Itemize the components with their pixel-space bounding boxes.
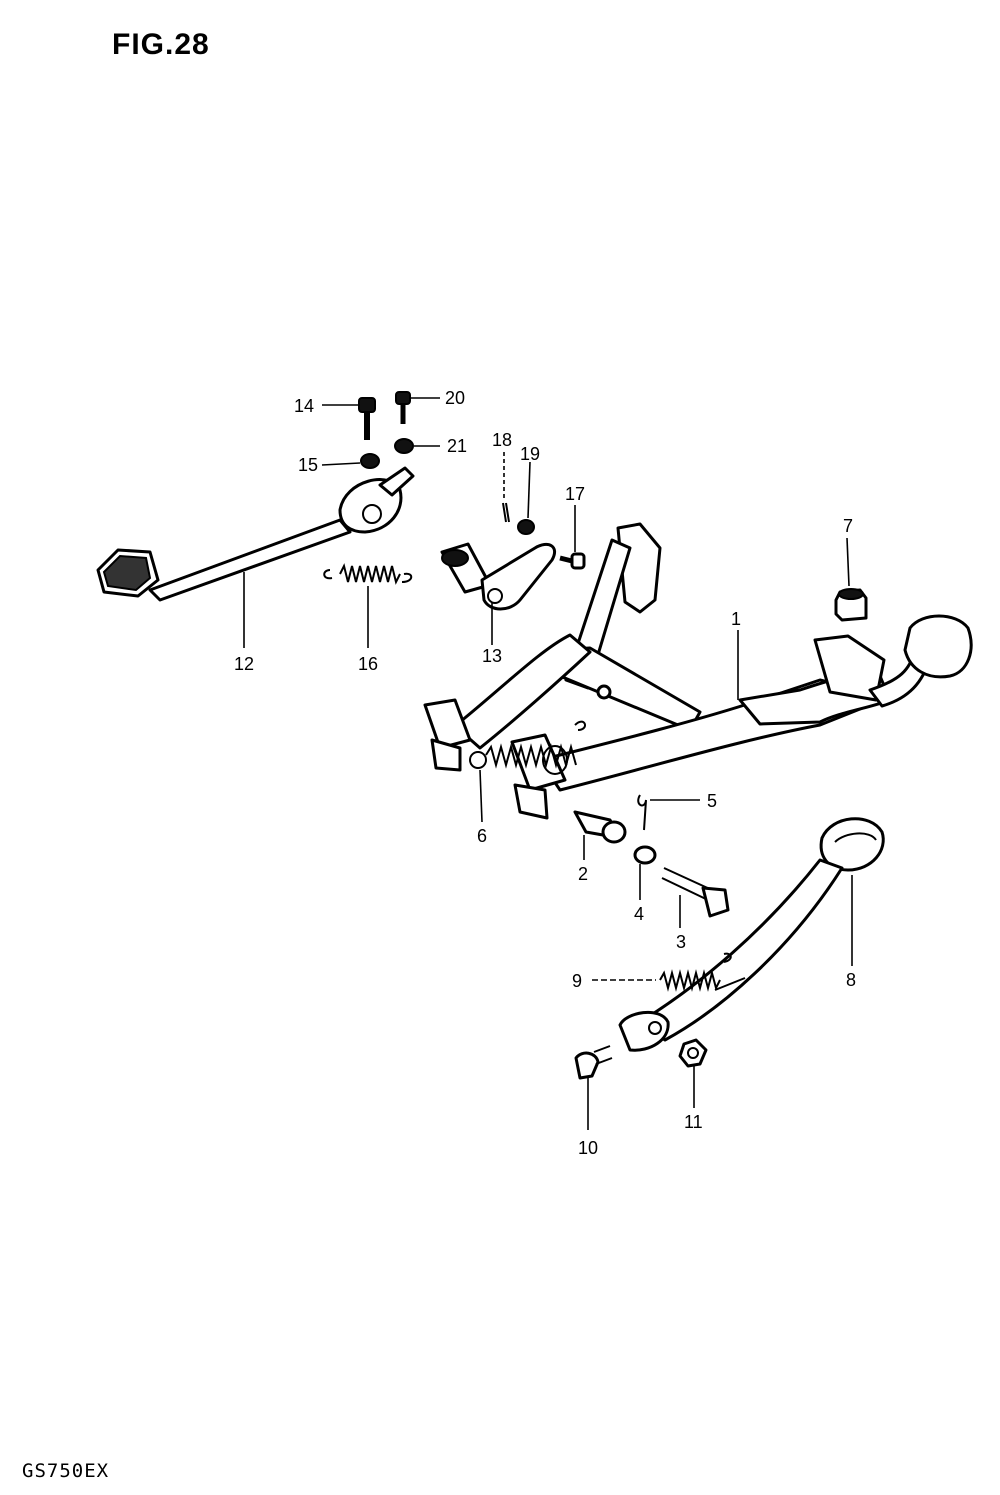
bolt-3 bbox=[661, 867, 730, 918]
callout-10: 10 bbox=[578, 1138, 598, 1158]
bolt-20 bbox=[395, 391, 411, 424]
cotter-pin-5 bbox=[637, 794, 647, 831]
callout-12: 12 bbox=[234, 654, 254, 674]
stand-spring-6 bbox=[469, 720, 586, 769]
bushing-2 bbox=[573, 810, 627, 844]
callout-14: 14 bbox=[294, 396, 314, 416]
figure-title: FIG.28 bbox=[112, 28, 210, 61]
callout-9: 9 bbox=[572, 971, 582, 991]
nut-11 bbox=[678, 1038, 708, 1068]
washer-19 bbox=[517, 519, 535, 535]
callout-21: 21 bbox=[447, 436, 467, 456]
stopper-7 bbox=[834, 588, 868, 622]
washer-4 bbox=[633, 845, 657, 865]
side-stand-8 bbox=[618, 817, 885, 1052]
callout-15: 15 bbox=[298, 455, 318, 475]
callout-20: 20 bbox=[445, 388, 465, 408]
pin-18 bbox=[502, 502, 510, 523]
callout-4: 4 bbox=[634, 904, 644, 924]
brake-pedal bbox=[96, 466, 415, 602]
callout-3: 3 bbox=[676, 932, 686, 952]
pivot-bolt bbox=[358, 397, 376, 440]
callout-8: 8 bbox=[846, 970, 856, 990]
callout-19: 19 bbox=[520, 444, 540, 464]
callout-7: 7 bbox=[843, 516, 853, 536]
side-spring-9 bbox=[659, 952, 732, 992]
return-spring-16 bbox=[323, 563, 413, 585]
nut-15 bbox=[360, 453, 380, 469]
callout-1: 1 bbox=[731, 609, 741, 629]
callout-16: 16 bbox=[358, 654, 378, 674]
leader-lines bbox=[243, 397, 853, 1130]
bolt-17 bbox=[559, 552, 586, 570]
callout-11: 11 bbox=[684, 1112, 703, 1132]
stand-arm-13 bbox=[440, 542, 557, 611]
center-stand-1 bbox=[423, 522, 973, 820]
model-code: GS750EX bbox=[22, 1460, 110, 1482]
callout-18: 18 bbox=[492, 430, 512, 450]
callout-2: 2 bbox=[578, 864, 588, 884]
callout-6: 6 bbox=[477, 826, 487, 846]
callout-17: 17 bbox=[565, 484, 585, 504]
callout-labels: 1 2 3 4 5 6 7 8 9 10 11 12 13 14 15 16 1… bbox=[234, 388, 856, 1158]
callout-13: 13 bbox=[482, 646, 502, 666]
pivot-bolt-10 bbox=[574, 1045, 613, 1080]
washer-21 bbox=[394, 438, 414, 454]
callout-5: 5 bbox=[707, 791, 717, 811]
